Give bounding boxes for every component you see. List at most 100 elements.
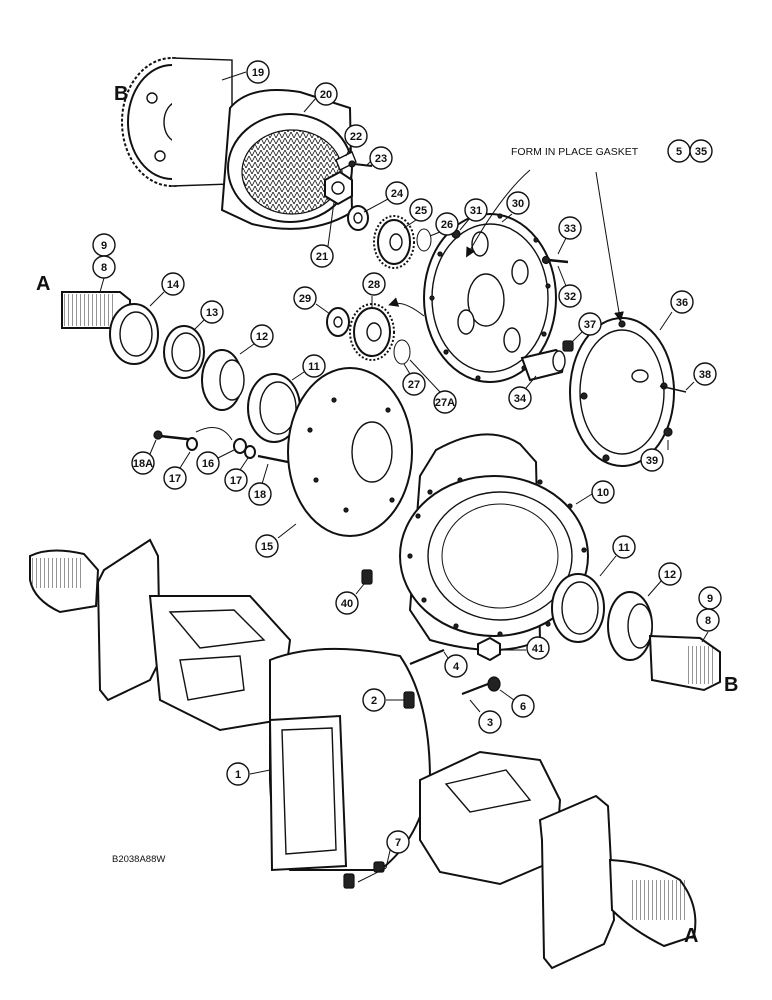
callout-14: 14 [149,272,185,307]
drawing-code: B2038A88W [112,854,165,865]
svg-text:13: 13 [206,307,218,319]
svg-text:27A: 27A [435,397,455,409]
svg-text:3: 3 [487,717,493,729]
svg-text:24: 24 [391,188,404,200]
svg-text:9: 9 [707,593,713,605]
svg-text:22: 22 [350,131,362,143]
part-30-planet-hub [423,213,557,383]
svg-text:8: 8 [705,615,711,627]
callout-10: 10 [575,480,615,505]
svg-text:14: 14 [167,279,180,291]
gasket-note: FORM IN PLACE GASKET [511,146,639,158]
callout-24: 24 [363,181,409,213]
gasket-ref-35: 35 [695,146,707,158]
callout-11a: 11 [291,354,326,381]
svg-text:6: 6 [520,701,526,713]
part-34-pin [520,348,566,382]
callout-4: 4 [443,651,468,678]
callout-8a: 8 [92,255,116,293]
part-29-washer [326,307,350,337]
gasket-arrow-left [466,169,531,258]
svg-text:33: 33 [564,223,576,235]
svg-text:41: 41 [532,643,544,655]
callout-34: 34 [508,375,537,410]
svg-text:36: 36 [676,297,688,309]
callout-38: 38 [685,362,717,391]
callout-27: 27 [402,363,426,396]
part-18-stud [257,454,289,464]
part-26-snap-ring [416,228,432,252]
svg-text:39: 39 [646,455,658,467]
part-25-planet-gear [373,215,415,269]
svg-text:20: 20 [320,89,332,101]
callout-19: 19 [221,60,270,84]
callout-12b: 12 [647,562,682,597]
section-letter-b-top: B [114,83,128,105]
svg-text:21: 21 [316,251,328,263]
part-15-brake-disc [287,367,413,537]
svg-text:11: 11 [618,542,630,554]
callout-20: 20 [303,82,338,113]
callout-40: 40 [335,583,365,615]
part-28-planet-gear [349,303,395,361]
callout-37: 37 [571,312,602,343]
gasket-arrow-28 [388,297,425,317]
gasket-arrow-right [595,171,624,322]
callout-25: 25 [403,198,433,229]
part-19-planet-carrier [121,57,233,187]
part-41-wheel-nut [477,636,501,662]
callout-17a: 17 [163,451,191,490]
svg-text:18A: 18A [133,458,153,470]
svg-text:19: 19 [252,67,264,79]
svg-text:26: 26 [441,219,453,231]
callout-30: 30 [501,191,530,223]
callout-8b: 8 [696,608,720,643]
callout-41: 41 [500,636,550,660]
svg-text:11: 11 [308,361,320,373]
svg-text:29: 29 [299,293,311,305]
svg-text:38: 38 [699,369,711,381]
callout-13: 13 [193,300,224,331]
callout-gasket-35: 35 [689,139,713,163]
part-20-ring-gear [220,89,354,230]
svg-text:15: 15 [261,541,273,553]
part-12-bearing-cone [201,349,245,411]
part-23-bolt [348,160,373,168]
callout-21: 21 [310,201,335,268]
callout-32: 32 [557,265,582,308]
svg-text:34: 34 [514,393,527,405]
callout-29: 29 [293,286,331,315]
part-8-9-axle-shaft-b [648,634,721,692]
svg-text:27: 27 [408,379,420,391]
part-11-bearing-cup [247,373,301,443]
section-letter-b-right: B [724,674,738,696]
callout-9b: 9 [698,586,722,610]
svg-text:31: 31 [470,205,482,217]
callout-31: 31 [459,198,488,231]
callout-26: 26 [429,212,459,237]
callout-16: 16 [196,449,235,475]
callout-39: 39 [640,440,669,472]
part-17-washer [186,437,256,459]
part-10-wheel-hub [399,433,589,651]
part-11-bearing-cup-right [551,573,605,643]
callout-17b: 17 [224,457,249,492]
svg-text:4: 4 [453,661,460,673]
callout-gasket-5: 5 [667,139,691,163]
gasket-ref-5: 5 [676,146,682,158]
part-33-bolt [541,255,569,265]
callout-18: 18 [248,463,272,506]
callout-12a: 12 [239,324,274,355]
svg-text:9: 9 [101,240,107,252]
svg-text:12: 12 [256,331,268,343]
svg-text:2: 2 [371,695,377,707]
callout-2: 2 [362,688,404,712]
part-36-cover [569,317,675,467]
part-27-snap-ring [393,339,411,365]
callout-22: 22 [344,124,368,157]
callout-28: 28 [362,272,386,308]
svg-text:37: 37 [584,319,596,331]
svg-text:1: 1 [235,769,241,781]
callout-27a: 27A [409,359,457,414]
callout-6: 6 [499,689,535,718]
